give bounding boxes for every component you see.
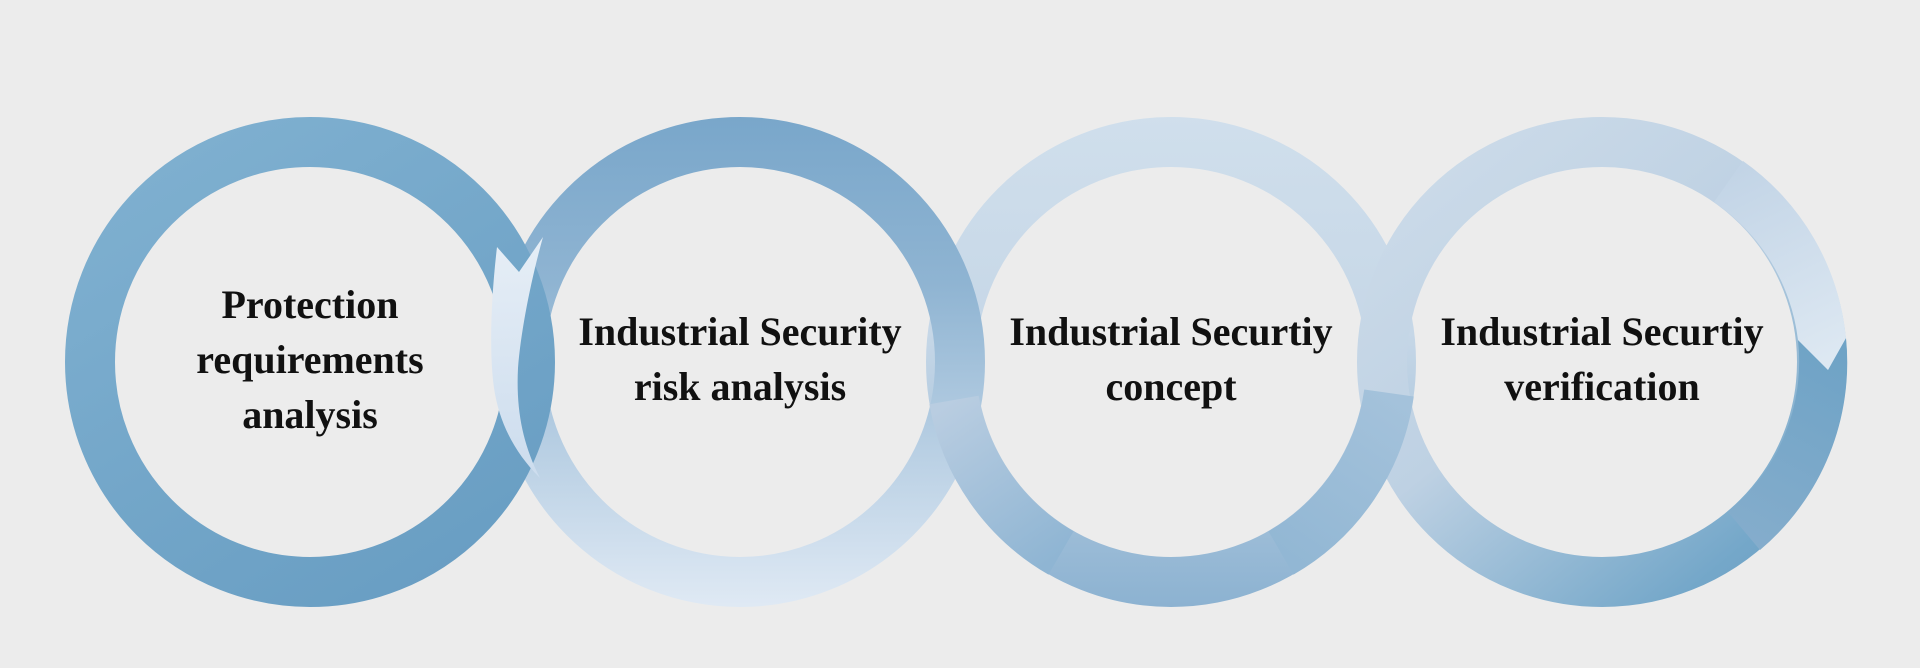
flow-arrow-notch-icon <box>491 237 543 478</box>
flow-dark-segment <box>1728 338 1848 550</box>
ring-1 <box>65 117 555 607</box>
ring-2 <box>495 117 985 607</box>
flow-arrowhead-icon <box>1714 161 1846 370</box>
ring-3-over-ring-2-weave <box>929 395 1074 575</box>
ring-3-over-ring-4-weave <box>1268 389 1414 575</box>
